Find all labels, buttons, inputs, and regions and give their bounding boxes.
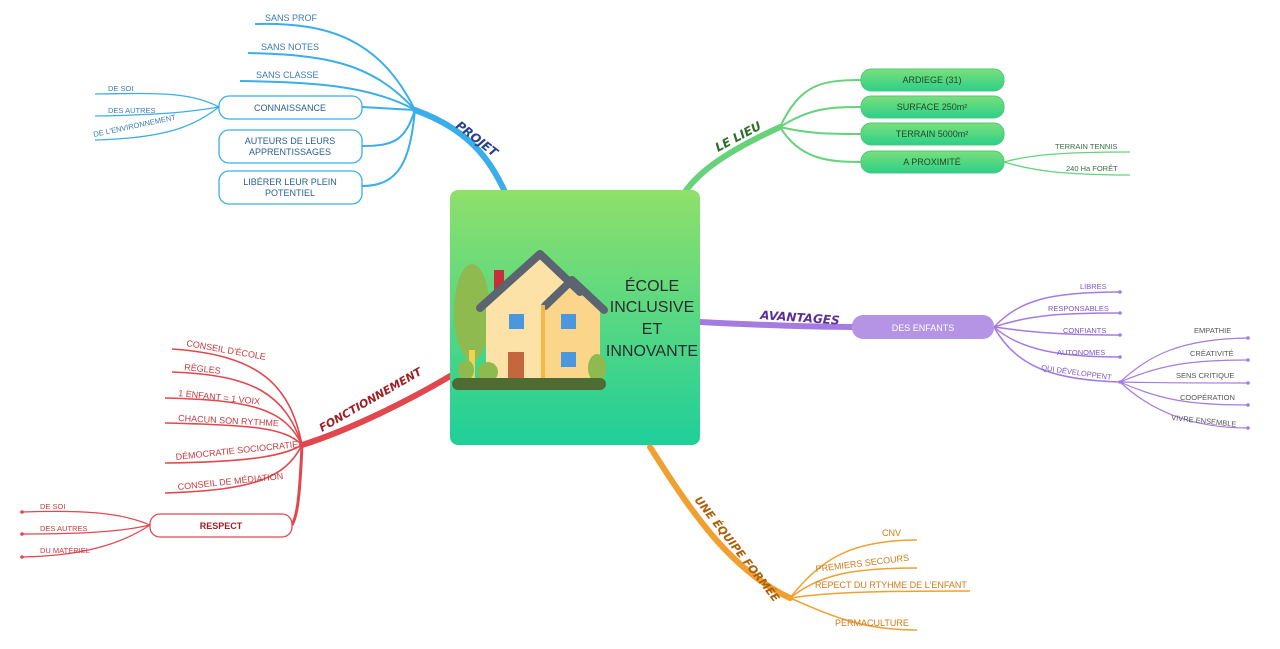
equipe-item[interactable]: CNV — [882, 528, 901, 538]
fonctionnement-item[interactable]: 1 ENFANT = 1 VOIX — [178, 388, 261, 407]
liberer-node[interactable] — [218, 170, 363, 205]
lieu-node[interactable] — [860, 95, 1005, 119]
lieu-node[interactable] — [860, 122, 1005, 146]
fonctionnement-item[interactable]: RÈGLES — [184, 362, 221, 376]
center-title-line: INCLUSIVE — [610, 299, 694, 316]
branch-fonctionnement: FONCTIONNEMENT CONSEIL D'ÉCOLE RÈGLES 1 … — [20, 338, 455, 559]
connaissance-node[interactable] — [218, 95, 363, 120]
des-enfants-label: DES ENFANTS — [892, 323, 955, 333]
branch-avantages: AVANTAGES DES ENFANTS LIBRES RESPONSABLE… — [697, 282, 1250, 430]
developpent-item[interactable]: COOPÉRATION — [1180, 393, 1235, 402]
equipe-title[interactable]: UNE ÉQUIPE FORMÉE — [692, 494, 783, 605]
projet-item[interactable]: SANS CLASSE — [256, 70, 319, 80]
proximite-item[interactable]: 240 Ha FORÊT — [1066, 164, 1118, 173]
respect-child[interactable]: DES AUTRES — [40, 524, 88, 533]
connaissance-child[interactable]: DES AUTRES — [108, 106, 156, 115]
fonctionnement-item[interactable]: CONSEIL DE MÉDIATION — [177, 471, 283, 492]
center-title-line: INNOVANTE — [606, 343, 698, 360]
projet-item[interactable]: SANS NOTES — [261, 42, 319, 52]
lieu-node[interactable] — [860, 68, 1005, 92]
proximite-item[interactable]: TERRAIN TENNIS — [1055, 142, 1117, 151]
avantages-item[interactable]: CONFIANTS — [1063, 326, 1106, 335]
projet-item[interactable]: SANS PROF — [265, 13, 318, 23]
avantages-item[interactable]: RESPONSABLES — [1048, 304, 1109, 313]
developpent-item[interactable]: SENS CRITIQUE — [1176, 371, 1234, 380]
respect-node[interactable] — [149, 513, 293, 538]
respect-child[interactable]: DU MATÉRIEL — [40, 546, 90, 555]
avantages-item[interactable]: LIBRES — [1080, 282, 1107, 291]
branch-lieu: LE LIEU ARDIEGE (31) SURFACE 250m² TERRA… — [682, 68, 1131, 195]
branch-equipe: UNE ÉQUIPE FORMÉE CNV PREMIERS SECOURS R… — [647, 444, 971, 631]
fonctionnement-item[interactable]: DÉMOCRATIE SOCIOCRATIE — [175, 439, 299, 462]
house-icon — [452, 250, 608, 390]
equipe-item[interactable]: REPECT DU RTYHME DE L'ENFANT — [815, 580, 967, 590]
connaissance-label: CONNAISSANCE — [254, 103, 326, 113]
respect-label: RESPECT — [200, 521, 243, 531]
auteurs-node[interactable] — [218, 129, 363, 164]
avantages-title[interactable]: AVANTAGES — [759, 308, 840, 328]
equipe-item[interactable]: PERMACULTURE — [835, 618, 909, 628]
respect-child[interactable]: DE SOI — [40, 502, 65, 511]
liberer-line: POTENTIEL — [265, 188, 315, 198]
liberer-line: LIBÉRER LEUR PLEIN — [243, 177, 337, 187]
auteurs-line: APPRENTISSAGES — [249, 147, 331, 157]
connaissance-child[interactable]: DE L'ENVIRONNEMENT — [93, 113, 177, 139]
connaissance-child[interactable]: DE SOI — [108, 84, 133, 93]
lieu-item: TERRAIN 5000m² — [896, 129, 969, 139]
projet-title[interactable]: PROJET — [453, 118, 501, 160]
avantages-item[interactable]: AUTONOMES — [1057, 348, 1105, 357]
developpent-item[interactable]: CRÉATIVITÉ — [1190, 349, 1234, 358]
lieu-item: A PROXIMITÉ — [903, 157, 961, 167]
branch-projet: PROJET SANS PROF SANS NOTES SANS CLASSE … — [93, 13, 508, 205]
lieu-node[interactable] — [860, 150, 1005, 174]
center-node[interactable]: ÉCOLE INCLUSIVE ET INNOVANTE — [450, 190, 700, 445]
des-enfants-node[interactable] — [852, 315, 994, 339]
center-title-line: ÉCOLE — [625, 276, 679, 295]
developpent-item[interactable]: EMPATHIE — [1194, 326, 1231, 335]
developpent-item[interactable]: VIVRE ENSEMBLE — [1171, 413, 1237, 429]
center-title-line: ET — [642, 321, 663, 338]
lieu-item: SURFACE 250m² — [897, 102, 968, 112]
lieu-item: ARDIEGE (31) — [902, 75, 961, 85]
auteurs-line: AUTEURS DE LEURS — [245, 136, 336, 146]
avantages-item[interactable]: QUI DÉVELOPPENT — [1041, 363, 1113, 382]
